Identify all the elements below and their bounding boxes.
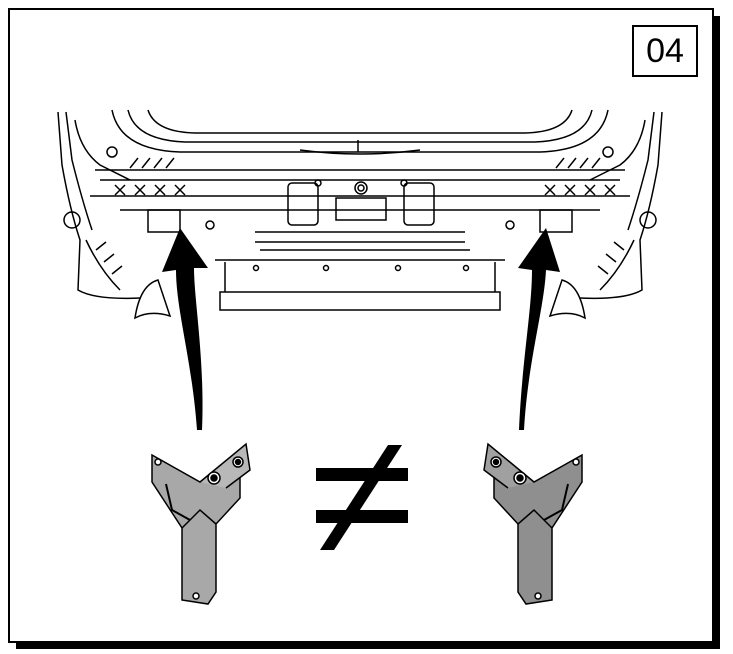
step-number-box: 04 [632, 25, 698, 77]
diagram-frame [8, 8, 714, 643]
right-curved-arrow-icon [518, 228, 560, 430]
left-curved-arrow-icon [162, 228, 208, 430]
left-bracket [151, 442, 251, 605]
step-number: 04 [646, 31, 684, 70]
car-rear-bumper-drawing [57, 109, 663, 320]
not-equal-icon [316, 445, 408, 550]
right-bracket [483, 442, 583, 605]
